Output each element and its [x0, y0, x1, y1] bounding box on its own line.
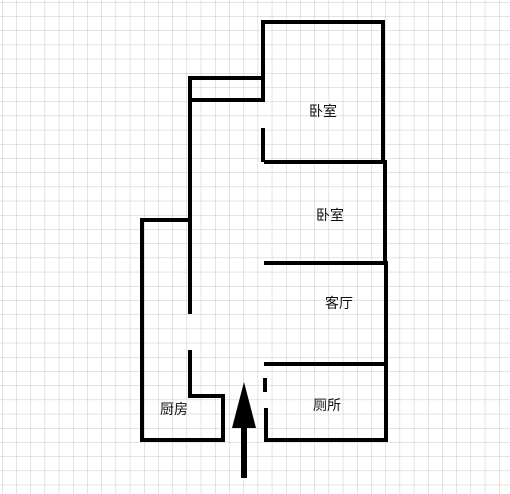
walls — [140, 20, 388, 442]
room-label-bedroom-top: 卧室 — [309, 103, 337, 120]
up-arrow-icon — [232, 382, 256, 478]
room-label-bathroom: 厕所 — [313, 398, 341, 414]
wall-bathroom — [264, 362, 388, 442]
wall-living-divider — [264, 261, 388, 364]
wall-kitchen-outer — [140, 218, 225, 442]
wall-top-bedroom — [261, 20, 385, 162]
wall-bedroom-divider — [264, 160, 387, 264]
wall-corridor-top — [188, 76, 265, 314]
room-label-kitchen: 厨房 — [160, 402, 188, 418]
room-label-bedroom-middle: 卧室 — [316, 207, 344, 224]
room-label-living-room: 客厅 — [325, 295, 353, 312]
